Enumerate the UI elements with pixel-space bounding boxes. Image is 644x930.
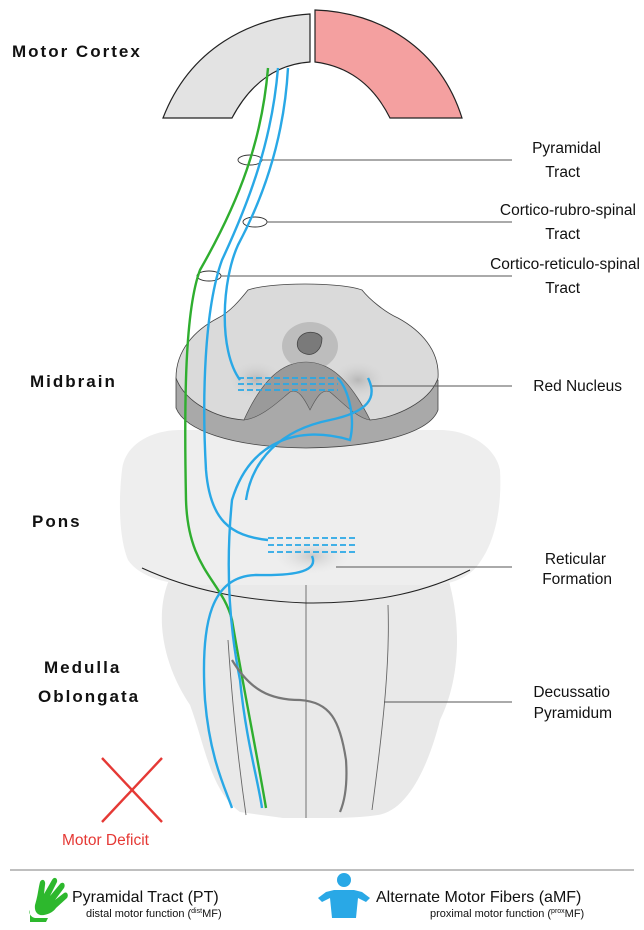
legend-amf-title: Alternate Motor Fibers (aMF) xyxy=(376,889,581,906)
motor-deficit-x-icon xyxy=(102,758,162,822)
label-red-nucleus: Red Nucleus xyxy=(533,378,622,395)
label-decussatio-2: Pyramidum xyxy=(534,705,612,722)
region-midbrain: Midbrain xyxy=(30,372,117,391)
region-medulla-line1: Medulla xyxy=(44,658,121,677)
motor-cortex-right xyxy=(315,10,462,118)
person-icon xyxy=(318,873,370,918)
label-decussatio-1: Decussatio xyxy=(533,684,610,701)
legend-pt-title: Pyramidal Tract (PT) xyxy=(72,889,219,906)
motor-deficit-label: Motor Deficit xyxy=(62,832,150,849)
medulla-oblongata xyxy=(162,578,457,818)
legend-pt-sub: distal motor function (distMF) xyxy=(86,908,222,920)
motor-cortex-left xyxy=(163,14,310,118)
label-reticulo-1: Cortico-reticulo-spinal xyxy=(490,256,640,273)
label-reticular-2: Formation xyxy=(542,571,612,588)
label-reticular-1: Reticular xyxy=(545,551,606,568)
region-medulla-line2: Oblongata xyxy=(38,687,140,706)
label-reticulo-2: Tract xyxy=(545,280,580,297)
label-rubro-2: Tract xyxy=(545,226,580,243)
label-pyramidal-tract-2: Tract xyxy=(545,164,580,181)
hand-icon xyxy=(29,878,67,922)
label-pyramidal-tract-1: Pyramidal xyxy=(532,140,601,157)
region-motor-cortex: Motor Cortex xyxy=(12,42,142,61)
legend-amf-sub: proximal motor function (proxMF) xyxy=(430,908,584,920)
label-rubro-1: Cortico-rubro-spinal xyxy=(500,202,636,219)
region-pons: Pons xyxy=(32,512,82,531)
